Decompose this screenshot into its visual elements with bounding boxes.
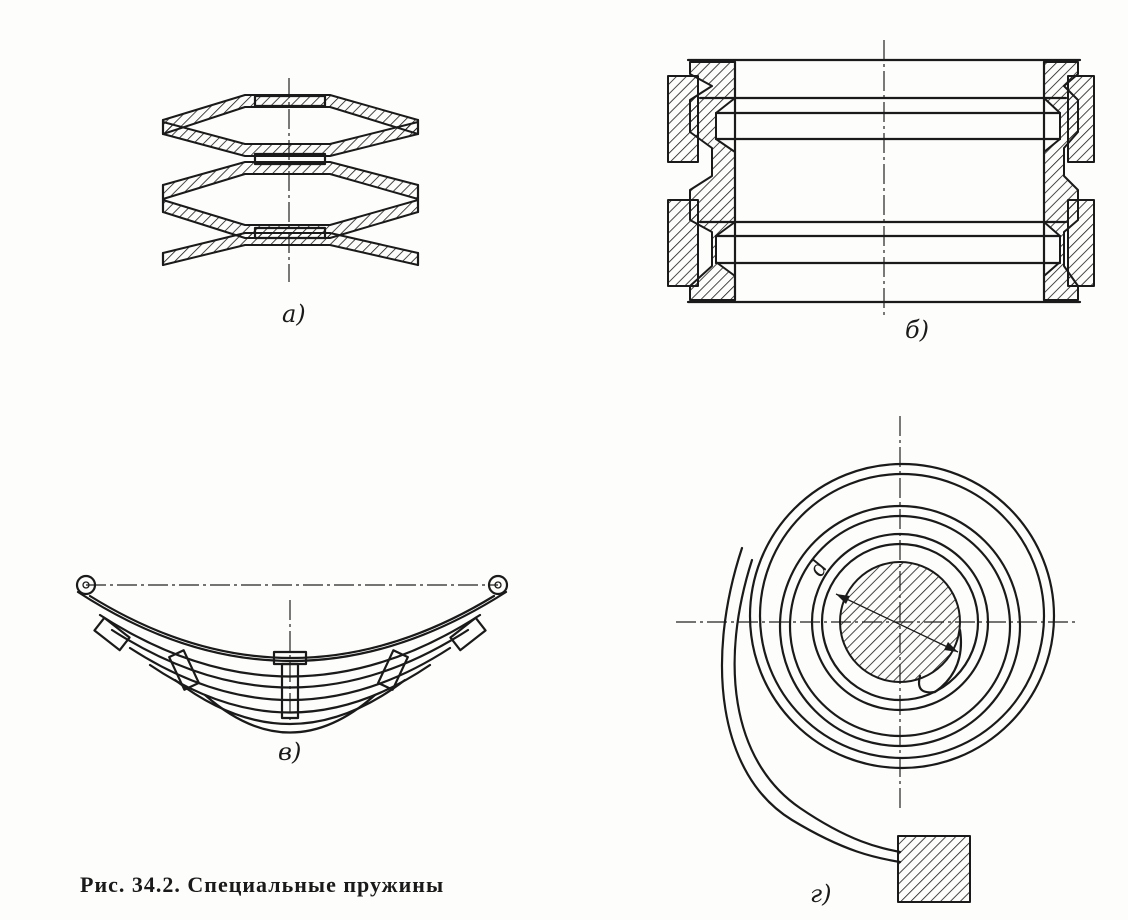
leaf-clamp [168, 649, 200, 691]
bellows-ring [253, 94, 327, 108]
spiral-arbor [839, 561, 961, 683]
leaf-clamp [93, 616, 131, 652]
leaf-spring [75, 574, 509, 734]
bellows-ring [253, 152, 327, 166]
label-v: в) [278, 738, 302, 766]
label-a: a) [282, 300, 306, 328]
bellows-spring [161, 78, 420, 282]
bellows-disc [162, 121, 419, 157]
ring-spring [667, 40, 1095, 318]
spiral-tail [720, 546, 902, 864]
spiral-anchor [897, 835, 971, 903]
outer-ring-left [667, 75, 699, 163]
outer-ring-left [667, 199, 699, 287]
label-g: г) [810, 880, 832, 908]
bellows-disc [162, 94, 419, 135]
centre-bolt [280, 662, 300, 720]
bellows-ring [253, 226, 327, 240]
outer-ring-right [1067, 199, 1095, 287]
outer-ring-right [1067, 75, 1095, 163]
leaf-clamp [449, 616, 487, 652]
bellows-disc [162, 161, 419, 200]
spiral-tail [733, 558, 902, 854]
dimension-line [835, 593, 959, 653]
leaf-clamp [377, 649, 409, 691]
figure-caption: Рис. 34.2. Специальные пружины [80, 872, 445, 897]
spiral-spring [676, 416, 1078, 903]
label-b: б) [905, 316, 930, 344]
